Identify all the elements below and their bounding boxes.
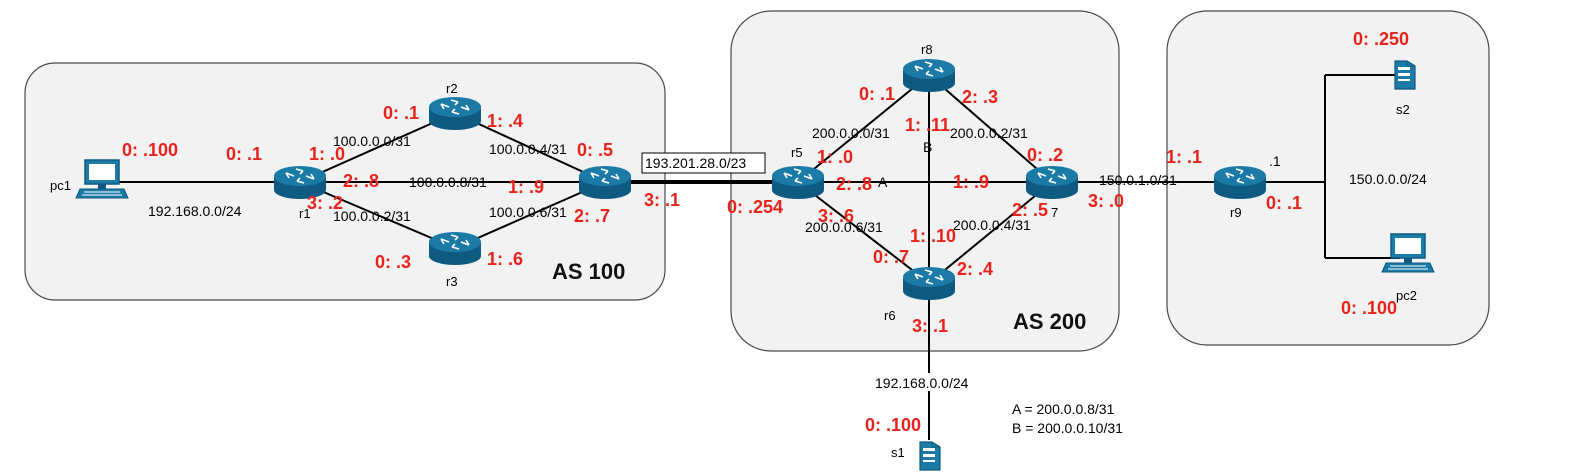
iface-r1-1: 1: .0 [309,144,345,164]
node-label-pc1: pc1 [50,178,71,193]
legend-a: A = 200.0.0.8/31 [1012,401,1115,417]
router-r8-icon[interactable] [902,58,956,93]
subnet-lan-s1: 192.168.0.0/24 [875,375,969,391]
router-r5-icon[interactable] [771,165,825,200]
iface-r5-3: 3: .6 [818,206,854,226]
subnet-r8-r7: 200.0.0.2/31 [950,125,1028,141]
link-r1-r2 [299,112,456,183]
router-r7-icon[interactable] [1025,165,1079,200]
router-r3-icon[interactable] [428,231,482,266]
as200-label: AS 200 [1013,309,1086,334]
subnet-r5-r8: 200.0.0.0/31 [812,125,890,141]
iface-s1-0: 0: .100 [865,415,921,435]
server-s2-icon[interactable] [1394,60,1416,90]
link-r5-r6 [797,181,930,284]
iface-s2-0: 0: .250 [1353,29,1409,49]
link-b-label: B [923,139,932,155]
link-r1-r3 [299,181,456,249]
iface-r2-0: 0: .1 [383,103,419,123]
iface-r7-1: 1: .9 [953,172,989,192]
iface-r8-2: 2: .3 [962,87,998,107]
node-label-s2: s2 [1396,102,1410,117]
node-label-pc2: pc2 [1396,288,1417,303]
subnet-r7-r9: 150.0.1.0/31 [1099,172,1177,188]
subnet-r1-r2: 100.0.0.0/31 [333,133,411,149]
iface-pc1-0: 0: .100 [122,140,178,160]
link-r3-r4 [454,181,606,249]
subnet-r3-r4: 100.0.0.6/31 [489,204,567,220]
link-a-label: A [878,174,888,190]
iface-r6-0: 0: .7 [873,247,909,267]
node-label-r5: r5 [791,145,803,160]
router-r6-icon[interactable] [902,266,956,301]
server-s1-icon[interactable] [919,441,941,471]
iface-r6-2: 2: .4 [957,259,993,279]
subnet-r5-r6: 200.0.0.6/31 [805,219,883,235]
iface-r8-0: 0: .1 [859,84,895,104]
iface-r6-1: 1: .10 [910,226,956,246]
iface-r4-3: 3: .1 [644,190,680,210]
subnet-r1-r3: 100.0.0.2/31 [333,208,411,224]
inter-as-subnet-box [641,152,766,174]
router-r4-icon[interactable] [578,165,632,200]
links [105,74,1400,440]
iface-r8-1: 1: .11 [905,115,950,135]
link-r2-r4 [454,112,606,183]
iface-r7-0: 0: .2 [1027,145,1063,165]
iface-r4-0: 0: .5 [577,140,613,160]
link-r5-r8 [797,74,930,183]
iface-r4-1: 1: .9 [508,177,544,197]
router-r2-icon[interactable] [428,96,482,131]
iface-r5-1: 1: .0 [817,147,853,167]
node-label-r6: r6 [884,308,896,323]
node-label-r2: r2 [446,81,458,96]
iface-r1-2: 2: .8 [343,171,379,191]
iface-r9-1: 1: .1 [1166,147,1202,167]
legend-b: B = 200.0.0.10/31 [1012,420,1123,436]
router-r9-icon[interactable] [1213,165,1267,200]
iface-r7-2: 2: .5 [1012,200,1048,220]
iface-r7-3: 3: .0 [1088,191,1124,211]
node-label-r3: r3 [446,274,458,289]
link-r6-r7 [928,181,1053,284]
iface-r4-2: 2: .7 [574,206,610,226]
subnet-lan2: 150.0.0.0/24 [1349,171,1427,187]
iface-r1-3: 3: .2 [307,193,343,213]
iface-pc2-0: 0: .100 [1341,298,1397,318]
node-label-r7: 7 [1051,205,1058,220]
as100-label: AS 100 [552,259,625,284]
iface-r2-1: 1: .4 [487,111,523,131]
subnet-r2-r4: 100.0.0.4/31 [489,141,567,157]
node-label-r1: r1 [299,206,311,221]
subnet-r6-r7: 200.0.0.4/31 [953,217,1031,233]
iface-r3-1: 1: .6 [487,249,523,269]
node-label-s1: s1 [891,445,905,460]
link-r8-r7 [928,74,1053,183]
iface-r9-0: 0: .1 [1266,193,1302,213]
iface-r3-0: 0: .3 [375,252,411,272]
subnet-lan1: 192.168.0.0/24 [148,203,242,219]
iface-r5-2: 2: .8 [836,174,872,194]
iface-r5-0: 0: .254 [727,197,783,217]
iface-r1-0: 0: .1 [226,144,262,164]
r9-lan-address: .1 [1269,153,1281,169]
iface-r6-3: 3: .1 [912,316,948,336]
node-label-r9: r9 [1230,205,1242,220]
node-label-r8: r8 [921,42,933,57]
subnet-r1-r4: 100.0.0.8/31 [409,174,487,190]
subnet-inter-as: 193.201.28.0/23 [645,155,746,171]
